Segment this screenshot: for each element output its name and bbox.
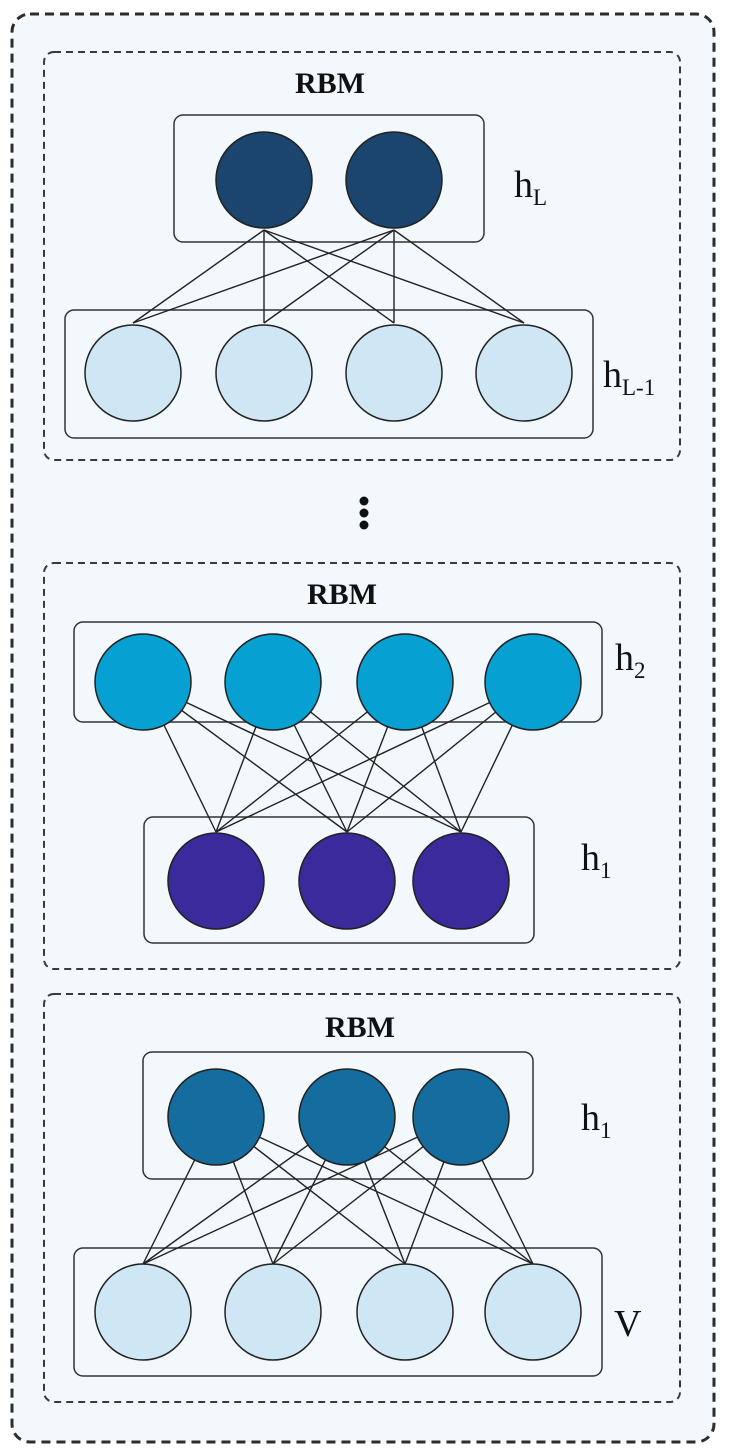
hidden-unit-node (94, 633, 192, 731)
hidden-unit-node (215, 131, 313, 229)
bottom-layer-units (167, 832, 510, 930)
visible-unit-node (94, 1263, 192, 1361)
hidden-unit-node (475, 324, 573, 422)
rbm-title: RBM (325, 1011, 395, 1044)
hidden-unit-node (345, 324, 443, 422)
layer-box-bottom (73, 1247, 603, 1377)
hidden-unit-node (167, 832, 265, 930)
hidden-unit-node (298, 1068, 396, 1166)
visible-unit-node (356, 1263, 454, 1361)
ellipsis-icon (359, 496, 369, 530)
connection-edge (142, 1116, 462, 1265)
hidden-unit-node (167, 1068, 265, 1166)
connection-edge (263, 229, 395, 324)
hidden-unit-node (298, 832, 396, 930)
hidden-unit-node (412, 832, 510, 930)
outer-container (10, 12, 716, 1444)
visible-unit-node (224, 1263, 322, 1361)
rbm-block-frame (43, 51, 681, 461)
hidden-unit-node (412, 1068, 510, 1166)
connection-edge (393, 229, 525, 324)
top-layer-units (167, 1068, 510, 1166)
hidden-unit-node (356, 633, 454, 731)
connection-edge (132, 229, 265, 324)
bottom-layer-units (84, 324, 573, 422)
layer-label-bottom: hL-1 (603, 354, 655, 400)
connection-edge (215, 1116, 534, 1265)
layer-box-bottom (64, 309, 594, 439)
connection-edge (132, 229, 395, 324)
layer-label-bottom: V (614, 1303, 642, 1345)
bottom-layer-units (94, 1263, 582, 1361)
rbm-block: RBM hL hL-1 (43, 51, 681, 461)
edge-group (132, 229, 525, 324)
rbm-block: RBM h2 h1 (43, 562, 681, 970)
layer-box-top (173, 114, 485, 243)
hidden-unit-node (224, 633, 322, 731)
rbm-block: RBM h1 V (43, 993, 681, 1403)
connection-edge (215, 681, 534, 833)
layer-label-top: h1 (581, 1097, 612, 1143)
rbm-block-frame (43, 993, 681, 1403)
rbm-title: RBM (295, 67, 365, 100)
rbm-title: RBM (307, 578, 377, 611)
layer-box-top (142, 1051, 534, 1180)
visible-unit-node (484, 1263, 582, 1361)
top-layer-units (94, 633, 582, 731)
hidden-unit-node (215, 324, 313, 422)
top-layer-units (215, 131, 443, 229)
layer-label-top: hL (514, 164, 547, 210)
connection-edge (142, 681, 462, 833)
hidden-unit-node (345, 131, 443, 229)
hidden-unit-node (84, 324, 182, 422)
layer-label-bottom: h1 (581, 837, 612, 883)
hidden-unit-node (484, 633, 582, 731)
layer-label-top: h2 (615, 637, 646, 683)
layer-box-top (73, 621, 603, 723)
